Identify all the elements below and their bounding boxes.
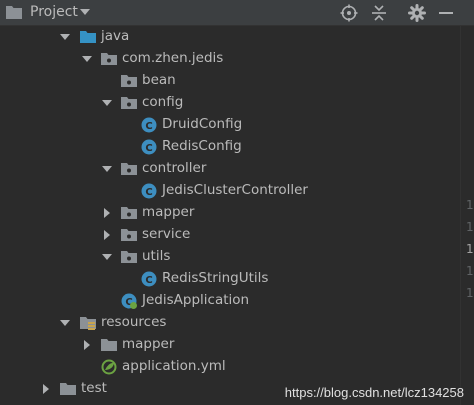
tree-node-label: bean — [142, 72, 176, 88]
tree-node-label: DruidConfig — [162, 116, 243, 132]
chevron-right-icon[interactable] — [81, 339, 93, 351]
chevron-right-icon[interactable] — [101, 229, 113, 241]
project-folder-icon — [6, 6, 22, 19]
line-number: 1 — [466, 220, 474, 234]
tree-node-label: utils — [142, 248, 171, 264]
package-icon — [121, 229, 137, 241]
chevron-down-icon[interactable] — [101, 97, 113, 109]
class-icon: C — [141, 271, 157, 287]
tree-node-label: JedisApplication — [142, 292, 250, 308]
minimize-icon[interactable] — [436, 3, 456, 23]
line-number: 1 — [466, 286, 474, 300]
chevron-down-icon[interactable] — [59, 317, 71, 329]
tree-node-utils[interactable]: utils — [0, 246, 460, 268]
tree-node-label: java — [101, 28, 130, 44]
tree-node-jedisclustercontroller[interactable]: C JedisClusterController — [0, 180, 460, 202]
class-icon: C — [141, 117, 157, 133]
package-icon — [121, 97, 137, 109]
tree-node-com-zhen-jedis[interactable]: com.zhen.jedis — [0, 48, 460, 70]
target-icon[interactable] — [339, 3, 359, 23]
tree-node-java[interactable]: java — [0, 26, 460, 48]
tree-node-service[interactable]: service — [0, 224, 460, 246]
tree-node-test[interactable]: test — [0, 378, 460, 400]
project-tree: java com.zhen.jedis bean config C DruidC… — [0, 26, 460, 405]
class-icon: C — [141, 139, 157, 155]
tree-node-label: JedisClusterController — [162, 182, 308, 198]
tree-node-label: resources — [101, 314, 167, 330]
svg-text:C: C — [145, 121, 152, 132]
chevron-down-icon[interactable] — [101, 163, 113, 175]
chevron-down-icon[interactable] — [81, 53, 93, 65]
package-icon — [121, 207, 137, 219]
tree-node-label: test — [81, 380, 107, 396]
chevron-down-icon[interactable] — [101, 251, 113, 263]
gear-icon[interactable] — [407, 3, 427, 23]
folder-icon — [60, 383, 76, 395]
panel-title[interactable]: Project — [30, 4, 78, 20]
line-number: 1 — [466, 198, 474, 212]
package-icon — [121, 163, 137, 175]
tree-node-label: application.yml — [122, 358, 226, 374]
tree-node-resources[interactable]: resources — [0, 312, 460, 334]
package-icon — [101, 53, 117, 65]
watermark-text: https://blog.csdn.net/lcz134258 — [284, 385, 464, 400]
chevron-down-icon[interactable] — [59, 31, 71, 43]
tree-node-mapper-folder[interactable]: mapper — [0, 334, 460, 356]
tree-node-label: com.zhen.jedis — [122, 50, 224, 66]
chevron-right-icon[interactable] — [101, 207, 113, 219]
source-folder-icon — [80, 31, 96, 43]
svg-text:C: C — [145, 187, 152, 198]
line-number: 1 — [466, 264, 474, 278]
chevron-down-icon[interactable] — [80, 9, 90, 15]
collapse-all-icon[interactable] — [369, 3, 389, 23]
tree-node-druidconfig[interactable]: C DruidConfig — [0, 114, 460, 136]
tree-node-label: RedisStringUtils — [162, 270, 269, 286]
tree-node-config[interactable]: config — [0, 92, 460, 114]
line-number: 1 — [466, 242, 474, 256]
tree-node-label: RedisConfig — [162, 138, 242, 154]
tree-node-bean[interactable]: bean — [0, 70, 460, 92]
tree-node-mapper-package[interactable]: mapper — [0, 202, 460, 224]
tree-node-label: controller — [142, 160, 207, 176]
editor-gutter: 1 1 1 1 1 — [460, 26, 474, 405]
tree-node-label: service — [142, 226, 191, 242]
tree-node-label: mapper — [142, 204, 195, 220]
tree-node-redisstringutils[interactable]: C RedisStringUtils — [0, 268, 460, 290]
spring-boot-class-icon: C — [121, 293, 137, 309]
folder-icon — [101, 339, 117, 351]
tree-node-redisconfig[interactable]: C RedisConfig — [0, 136, 460, 158]
svg-text:C: C — [145, 143, 152, 154]
tree-node-label: config — [142, 94, 184, 110]
tree-node-jedisapplication[interactable]: C JedisApplication — [0, 290, 460, 312]
svg-text:C: C — [145, 275, 152, 286]
project-panel-header: Project — [0, 0, 474, 26]
tree-node-label: mapper — [122, 336, 175, 352]
package-icon — [121, 75, 137, 87]
tree-node-application-yml[interactable]: application.yml — [0, 356, 460, 378]
svg-text:C: C — [125, 297, 132, 308]
chevron-right-icon[interactable] — [40, 383, 52, 395]
class-icon: C — [141, 183, 157, 199]
tree-node-controller[interactable]: controller — [0, 158, 460, 180]
yaml-file-icon — [101, 359, 117, 375]
package-icon — [121, 251, 137, 263]
resources-folder-icon — [80, 317, 96, 330]
